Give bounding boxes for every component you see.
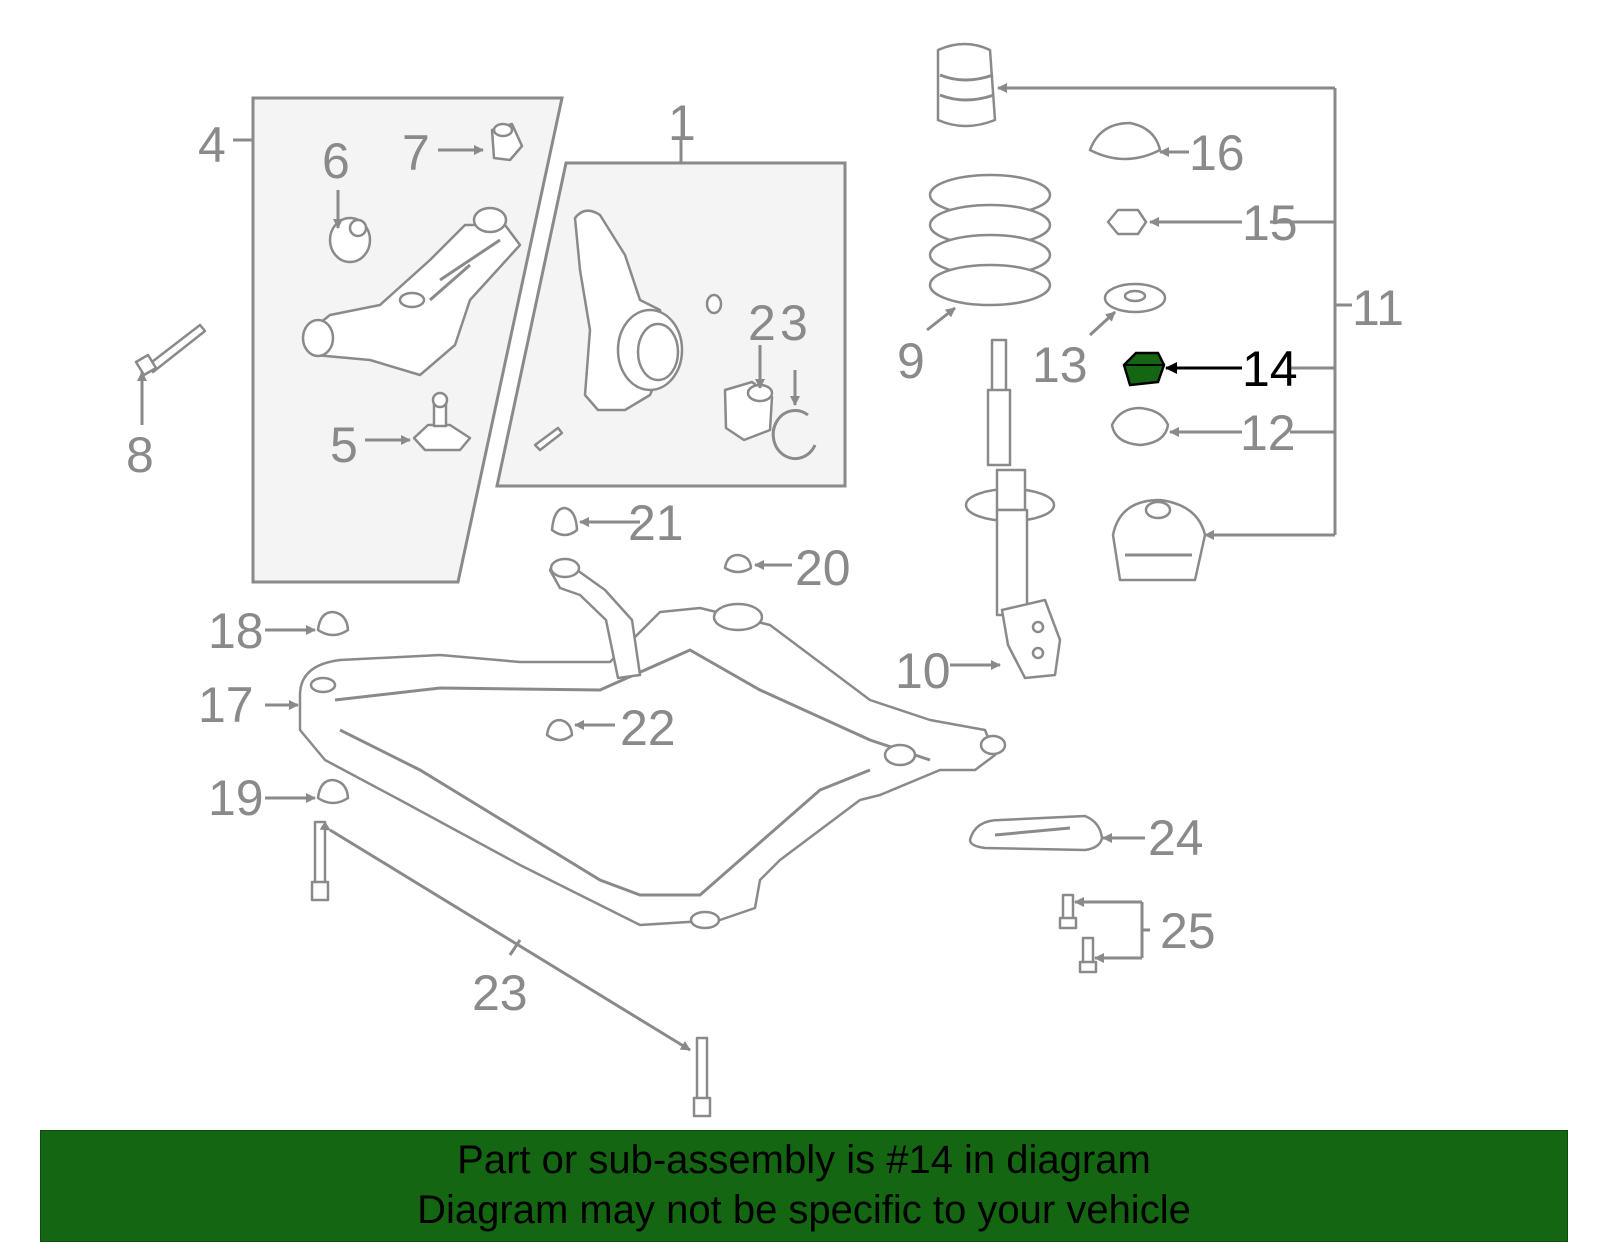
steering-knuckle[interactable] [573, 209, 684, 412]
bolt-23-right[interactable] [692, 1036, 712, 1118]
callout-20: 20 [795, 540, 851, 596]
bolt-25-top[interactable] [1058, 893, 1078, 930]
callout-14: 14 [1242, 341, 1298, 397]
bolt-8[interactable] [134, 323, 207, 377]
callout-2: 2 [748, 295, 776, 351]
coil-spring-9[interactable] [928, 173, 1052, 307]
bushing-20[interactable] [723, 553, 753, 574]
callout-10: 10 [895, 643, 951, 699]
callout-17: 17 [198, 677, 254, 733]
bushing-6[interactable] [328, 216, 372, 264]
strut-mount[interactable] [1111, 498, 1207, 582]
bolt-23-left[interactable] [310, 820, 330, 902]
nut-15[interactable] [1106, 208, 1148, 236]
bushing-19[interactable] [316, 778, 350, 805]
callout-16: 16 [1189, 125, 1245, 181]
callout-8: 8 [126, 427, 154, 483]
snap-ring-3[interactable] [771, 409, 817, 460]
callout-3: 3 [780, 295, 808, 351]
callout-22: 22 [620, 700, 676, 756]
washer-13[interactable] [1103, 282, 1167, 314]
callout-19: 19 [208, 770, 264, 826]
part-14-highlighted[interactable] [1122, 351, 1166, 387]
callout-13: 13 [1032, 337, 1088, 393]
banner-line-2: Diagram may not be specific to your vehi… [417, 1188, 1191, 1232]
callout-1: 1 [668, 95, 696, 151]
bracket-24[interactable] [968, 814, 1104, 852]
bushing-22[interactable] [545, 718, 574, 742]
strut-10[interactable] [964, 338, 1062, 680]
callout-11: 11 [1352, 280, 1404, 336]
ball-joint-5[interactable] [412, 391, 472, 452]
callout-9: 9 [897, 333, 925, 389]
bushing-21[interactable] [550, 506, 579, 537]
callout-12: 12 [1240, 405, 1296, 461]
cap-16[interactable] [1088, 121, 1162, 161]
callout-15: 15 [1242, 195, 1298, 251]
callout-25: 25 [1160, 903, 1216, 959]
bolt-knuckle[interactable] [533, 426, 564, 452]
callout-7: 7 [402, 125, 430, 181]
bearing-2[interactable] [723, 380, 774, 442]
callout-5: 5 [330, 417, 358, 473]
bump-stop-top[interactable] [936, 42, 997, 128]
small-nut[interactable] [705, 293, 723, 315]
callout-4: 4 [198, 117, 226, 173]
bolt-25-bottom[interactable] [1078, 936, 1098, 974]
banner-line-1: Part or sub-assembly is #14 in diagram [457, 1138, 1151, 1182]
lower-control-arm[interactable] [301, 206, 522, 377]
callout-18: 18 [208, 603, 264, 659]
callout-6: 6 [322, 133, 350, 189]
callout-23-bottom: 23 [472, 965, 528, 1021]
bushing-7[interactable] [490, 122, 524, 162]
info-banner: Part or sub-assembly is #14 in diagram D… [40, 1130, 1568, 1242]
insulator-12[interactable] [1110, 406, 1170, 447]
bushing-18[interactable] [316, 610, 350, 637]
callout-24: 24 [1148, 810, 1204, 866]
callout-21: 21 [628, 495, 684, 551]
